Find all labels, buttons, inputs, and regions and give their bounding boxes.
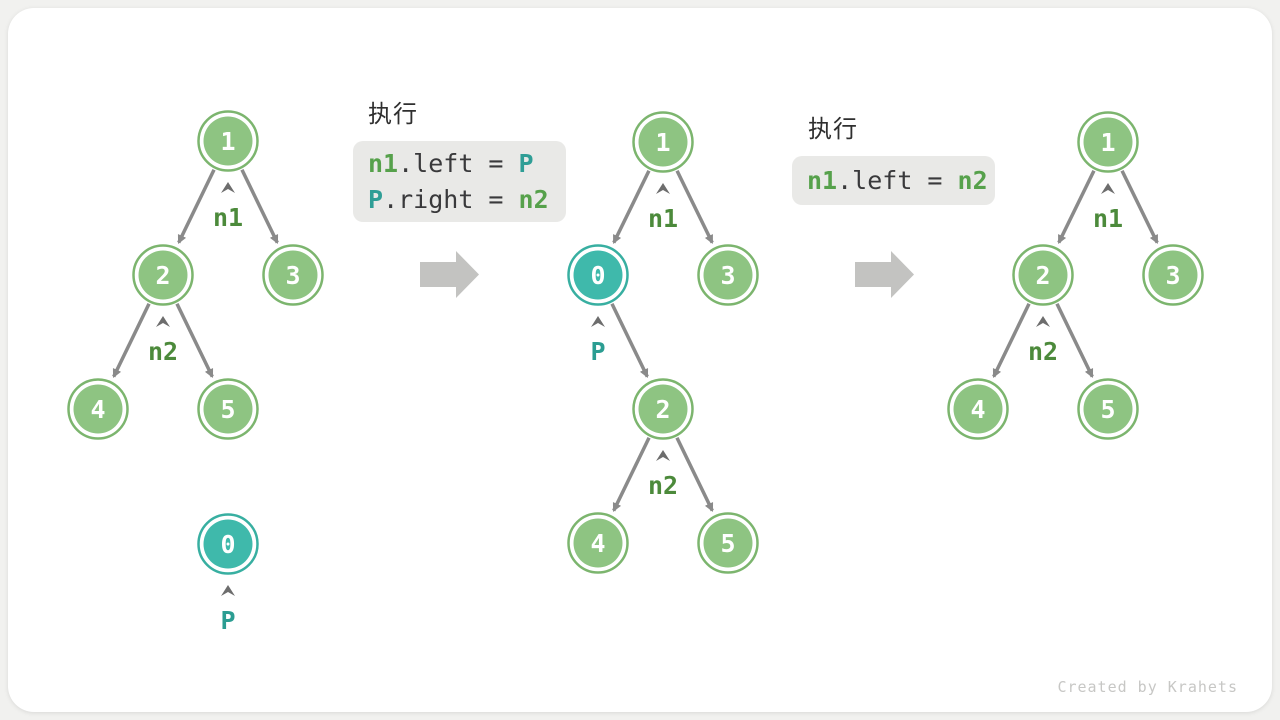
tree-node (203, 519, 253, 569)
tree-node (1018, 250, 1068, 300)
tree-node-label: 3 (720, 261, 735, 290)
tree-node (638, 384, 688, 434)
code-token: n2 (518, 184, 549, 214)
pointer-label-n2: n2 (1028, 337, 1058, 366)
code-token: n2 (957, 165, 988, 195)
tree-node (1083, 117, 1133, 167)
watermark-text: Created by Krahets (1057, 678, 1238, 696)
tree-edge (240, 169, 279, 244)
code-line: n1.left = P (368, 146, 566, 182)
pointer-label-P: P (590, 337, 605, 366)
tree-after-remove: 1 2 3 4 5 n1 n2 (947, 111, 1204, 440)
pointer-caret-icon (656, 183, 670, 194)
tree-edge (1057, 169, 1096, 245)
pointer-caret-icon (156, 316, 170, 327)
tree-edge (612, 437, 651, 512)
tree-node-label: 0 (590, 261, 605, 290)
tree-node (203, 116, 253, 166)
pointer-label-n1: n1 (213, 203, 243, 232)
tree-node-label: 5 (220, 395, 235, 424)
code-token: .left = (398, 148, 519, 178)
tree-node-label: 2 (155, 261, 170, 290)
tree-node-label: 3 (285, 261, 300, 290)
tree-node-label: 1 (1100, 128, 1115, 157)
tree-node (1148, 250, 1198, 300)
pointer-label-P: P (220, 606, 235, 635)
pointer-caret-icon (1101, 183, 1115, 194)
tree-node (703, 518, 753, 568)
stage-arrow-icon (420, 251, 479, 298)
code-token: .left = (837, 165, 958, 195)
tree-node (203, 384, 253, 434)
code-token: n1 (368, 148, 399, 178)
pointer-caret-icon (1036, 316, 1050, 327)
code-block-2: n1.left = n2 (792, 156, 995, 205)
pointer-caret-icon (221, 585, 235, 596)
tree-node (268, 250, 318, 300)
tree-node (573, 518, 623, 568)
code-token: P (368, 184, 384, 214)
tree-node-label: 1 (220, 127, 235, 156)
tree-edge (610, 303, 649, 378)
tree-edge (175, 303, 214, 378)
tree-node (1083, 384, 1133, 434)
tree-node-label: 4 (90, 395, 105, 424)
pointer-caret-icon (591, 316, 605, 327)
tree-node-label: 5 (1100, 395, 1115, 424)
tree-edge (612, 169, 651, 245)
tree-before-insert: 1 2 3 4 5 0 n1 n2P (67, 110, 324, 635)
tree-node-label: 1 (655, 128, 670, 157)
tree-edge (675, 437, 714, 512)
pointer-label-n2: n2 (648, 471, 678, 500)
tree-node-label: 4 (970, 395, 985, 424)
tree-node-label: 2 (655, 395, 670, 424)
pointer-label-n2: n2 (148, 337, 178, 366)
tree-node-label: 3 (1165, 261, 1180, 290)
tree-node-label: 0 (220, 530, 235, 559)
exec-label-1: 执行 (368, 100, 418, 128)
tree-edge (992, 303, 1031, 378)
code-token: n1 (807, 165, 838, 195)
tree-node-label: 4 (590, 529, 605, 558)
tree-edge (675, 169, 714, 245)
tree-edge (1120, 169, 1159, 245)
code-line: n1.left = n2 (807, 163, 995, 199)
tree-node (73, 384, 123, 434)
tree-edge (112, 303, 151, 378)
tree-node-label: 2 (1035, 261, 1050, 290)
tree-node (138, 250, 188, 300)
pointer-caret-icon (656, 450, 670, 461)
pointer-label-n1: n1 (648, 204, 678, 233)
code-line: P.right = n2 (368, 182, 566, 218)
tree-node (703, 250, 753, 300)
tree-node (953, 384, 1003, 434)
tree-edge (177, 169, 216, 244)
exec-label-2: 执行 (808, 115, 858, 143)
tree-node-label: 5 (720, 529, 735, 558)
code-token: P (518, 148, 534, 178)
code-token: .right = (383, 184, 519, 214)
pointer-caret-icon (221, 182, 235, 193)
tree-node (638, 117, 688, 167)
pointer-label-n1: n1 (1093, 204, 1123, 233)
tree-node (573, 250, 623, 300)
stage-arrow-icon (855, 251, 914, 298)
tree-edge (1055, 303, 1094, 378)
